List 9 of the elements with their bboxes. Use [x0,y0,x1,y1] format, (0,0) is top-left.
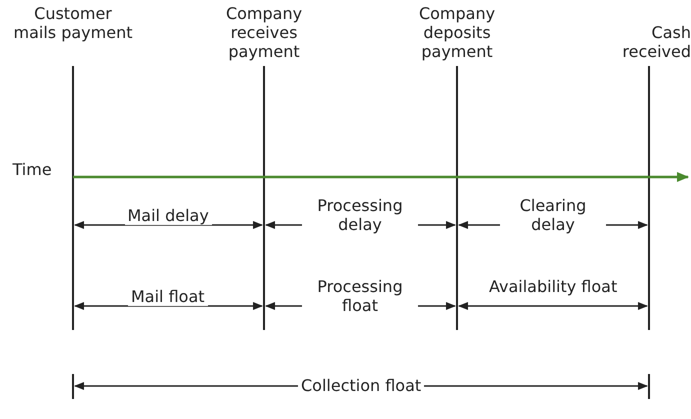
interval-label: Mail delay [124,206,212,225]
event-label: Company deposits payment [418,4,496,61]
interval-label: Processing delay [302,196,418,234]
event-label: Cash received [621,23,691,61]
interval-label: Clearing delay [500,196,606,234]
axis-label: Time [12,160,52,179]
event-label: Company receives payment [224,4,304,61]
event-label: Customer mails payment [13,4,133,42]
interval-label: Mail float [128,287,208,306]
